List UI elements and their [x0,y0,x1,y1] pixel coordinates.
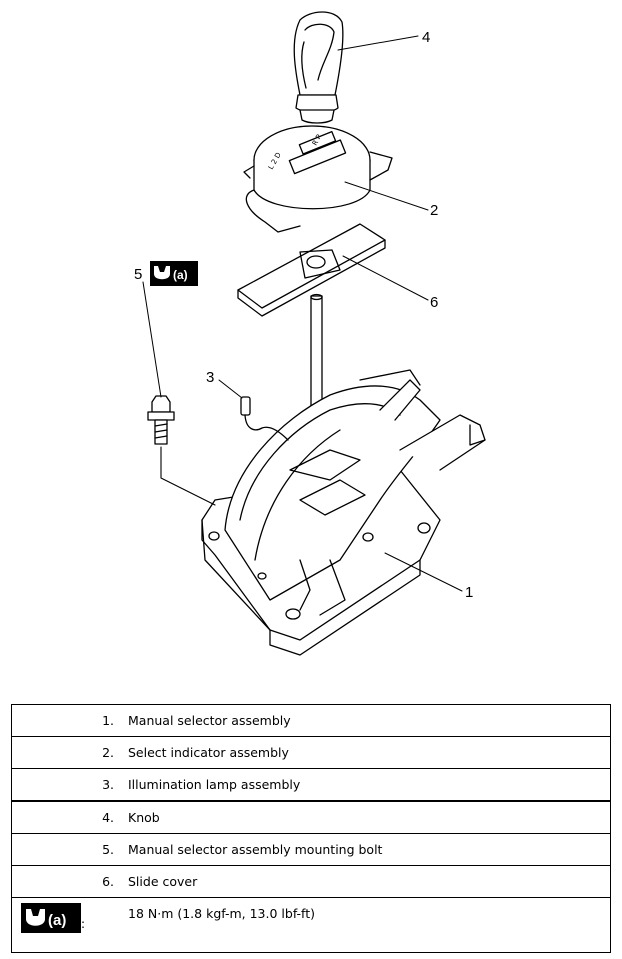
legend-item-number: 3. [11,768,118,801]
legend-row: 3.Illumination lamp assembly [11,768,611,801]
callout-6: 6 [430,294,438,311]
callout-2: 2 [430,202,438,219]
torque-wrench-icon: (a) [21,903,81,933]
knob-part [293,11,344,124]
torque-badge: (a) [150,261,198,286]
legend-row: 2.Select indicator assembly [11,736,611,769]
slide-cover-part [237,223,386,317]
legend-row: 6.Slide cover [11,865,611,898]
legend-item-number: 4. [11,800,118,834]
legend-item-text: Manual selector assembly mounting bolt [118,833,611,866]
legend-row: 5.Manual selector assembly mounting bolt [11,833,611,866]
parts-legend-table: 1. Manual selector assembly 2.Select indic… [11,704,611,953]
legend-item-text: Slide cover [118,865,611,898]
legend-row: 1. Manual selector assembly [12,705,611,737]
legend-row: 4.Knob [11,800,611,834]
mounting-bolt-part [147,395,216,506]
legend-item-number: 6. [11,865,118,898]
legend-item-text: Illumination lamp assembly [118,768,611,801]
callout-5: 5 [134,266,142,283]
illumination-lamp-part [240,396,289,441]
exploded-view-diagram: L 2 D R P [134,11,486,656]
leader-lines [142,35,463,592]
legend-item-number: 5. [11,833,118,866]
select-indicator-part: L 2 D R P [243,125,393,233]
callout-1: 1 [465,584,473,601]
torque-badge-label: (a) [48,912,66,929]
legend-item-text: Knob [118,800,611,834]
legend-torque-symbol: (a): [11,897,118,953]
torque-wrench-icon [154,266,170,280]
legend-item-number: 1. [102,713,114,728]
callout-4: 4 [422,29,430,46]
legend-torque-row: (a):18 N·m (1.8 kgf-m, 13.0 lbf-ft) [11,897,611,953]
legend-item-text: Select indicator assembly [118,736,611,769]
legend-torque-value: 18 N·m (1.8 kgf-m, 13.0 lbf-ft) [118,897,611,953]
callout-3: 3 [206,369,214,386]
torque-separator: : [81,917,86,931]
torque-label: (a) [173,268,188,282]
legend-item-text: Manual selector assembly [128,713,291,728]
manual-selector-base-part [201,369,486,656]
legend-item-number: 2. [11,736,118,769]
